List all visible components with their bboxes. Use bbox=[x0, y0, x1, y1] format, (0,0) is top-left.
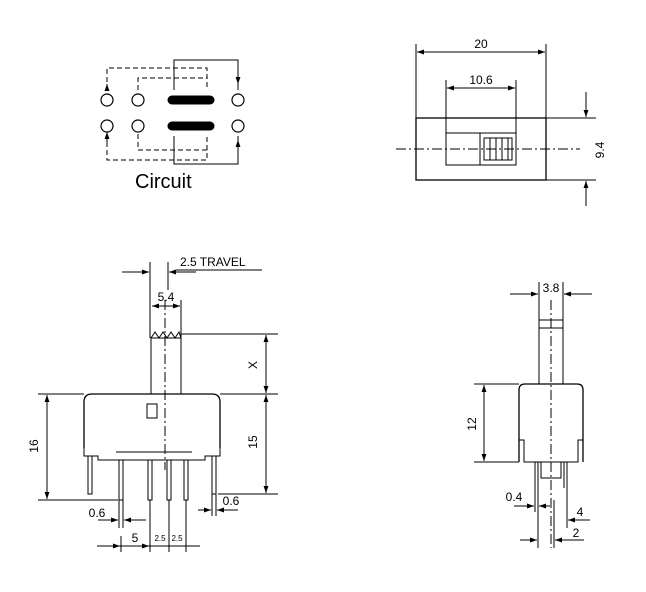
front-pin bbox=[147, 460, 153, 501]
top-view-actuator bbox=[479, 132, 517, 166]
circuit-dashed-top-outer bbox=[106, 67, 208, 90]
side-pin-length-label: 4 bbox=[577, 505, 584, 519]
side-actuator-width-label: 3.8 bbox=[543, 281, 560, 295]
circuit-dashed-top-inner bbox=[137, 77, 207, 90]
front-view: 2.5 TRAVEL 5.4 X 15 16 0.6 0.6 bbox=[27, 255, 278, 552]
circuit-solid-top bbox=[173, 59, 239, 90]
circuit-pin bbox=[100, 119, 114, 133]
front-pin-width-left-label: 0.6 bbox=[89, 506, 106, 520]
side-view-mount bbox=[540, 462, 562, 479]
side-pin-width-label: 0.4 bbox=[506, 490, 523, 504]
front-pitch-b-label: 2.5 bbox=[171, 534, 183, 543]
front-pitch-mount-label: 5 bbox=[132, 531, 139, 545]
circuit-label: Circuit bbox=[135, 171, 192, 193]
top-height-label: 9.4 bbox=[593, 141, 607, 158]
circuit-diagram: Circuit bbox=[100, 59, 245, 193]
top-view: 20 10.6 9.4 bbox=[396, 37, 607, 206]
circuit-dashed-bottom-inner bbox=[137, 134, 207, 151]
circuit-pin bbox=[231, 93, 245, 107]
front-pin bbox=[118, 460, 124, 501]
mount-leg-right bbox=[211, 456, 217, 495]
front-actuator-height-label: X bbox=[246, 361, 260, 369]
circuit-pin bbox=[131, 119, 145, 133]
front-pin-width-right-label: 0.6 bbox=[223, 494, 240, 508]
front-body-height-label: 15 bbox=[246, 435, 260, 449]
front-view-actuator bbox=[150, 337, 182, 395]
actuator-break-mark bbox=[150, 330, 182, 339]
front-view-window bbox=[146, 403, 158, 419]
side-pin-pitch-label: 2 bbox=[573, 526, 580, 540]
circuit-pin bbox=[231, 119, 245, 133]
circuit-pin bbox=[100, 93, 114, 107]
front-pitch-a-label: 2.5 bbox=[154, 534, 166, 543]
front-pin bbox=[166, 460, 172, 501]
front-pin bbox=[183, 460, 189, 501]
side-view-body bbox=[518, 383, 584, 462]
front-total-height-label: 16 bbox=[27, 439, 41, 453]
top-slider-label: 10.6 bbox=[469, 73, 493, 87]
circuit-dashed-bottom-outer bbox=[106, 134, 208, 161]
side-view: 3.8 12 0.4 4 2 bbox=[465, 281, 592, 548]
travel-label: 2.5 TRAVEL bbox=[180, 255, 246, 269]
front-view-body-base bbox=[83, 448, 221, 461]
mount-leg-left bbox=[87, 456, 93, 495]
front-actuator-width-label: 5.4 bbox=[158, 290, 175, 304]
side-view-pins bbox=[534, 462, 568, 500]
circuit-pin bbox=[131, 93, 145, 107]
side-view-legs bbox=[518, 446, 584, 462]
front-view-body bbox=[83, 393, 221, 448]
side-body-height-label: 12 bbox=[465, 417, 479, 431]
top-width-label: 20 bbox=[474, 37, 488, 51]
